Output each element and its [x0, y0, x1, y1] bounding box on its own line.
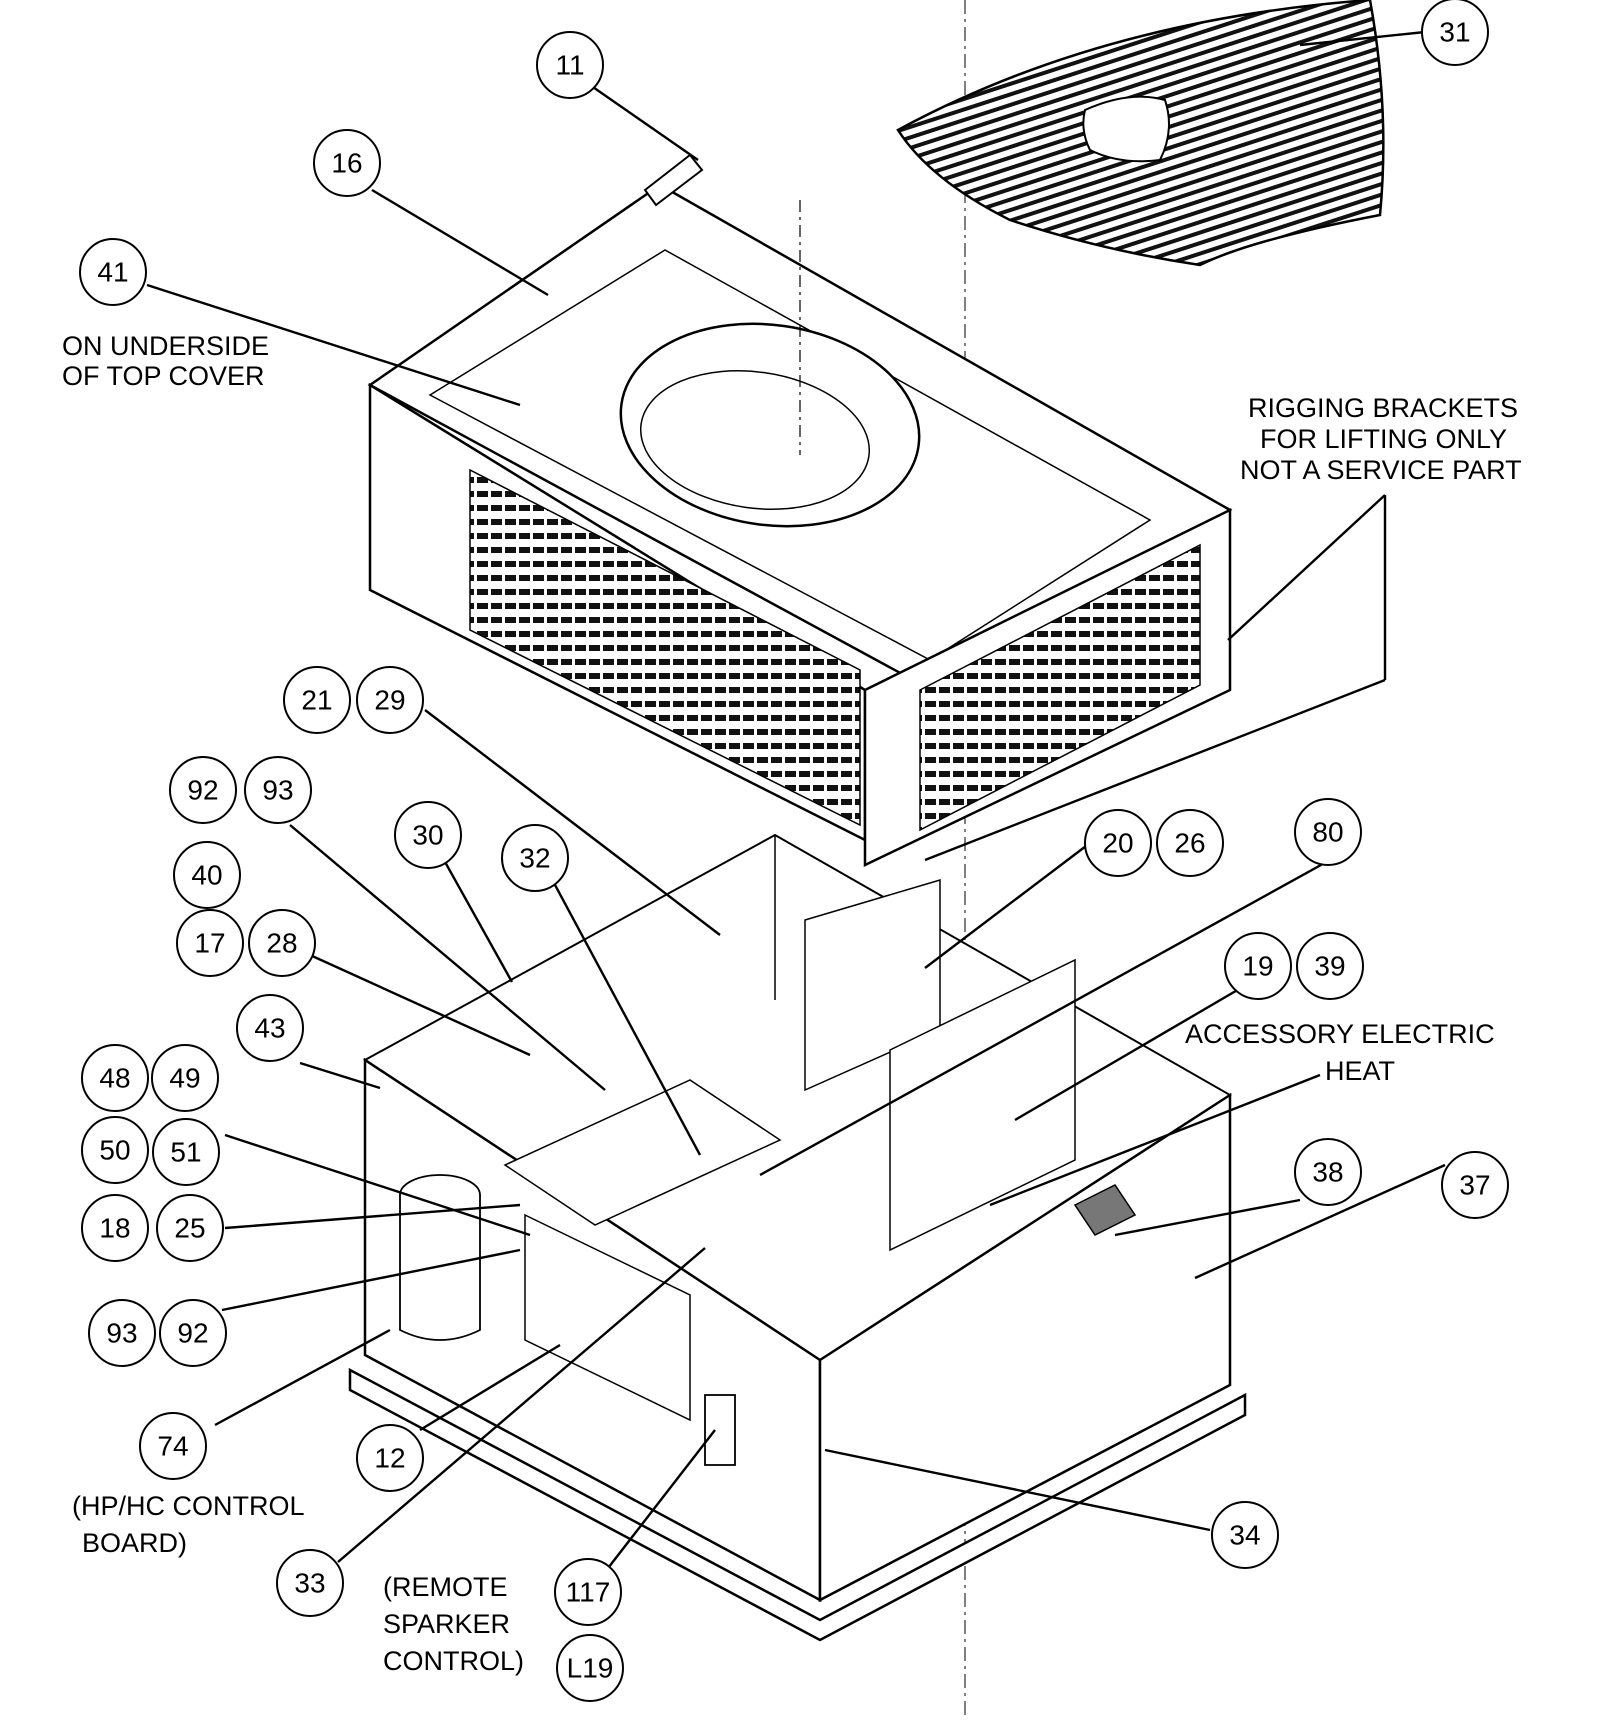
- svg-text:19: 19: [1242, 951, 1273, 982]
- svg-text:11: 11: [555, 50, 584, 81]
- svg-text:92: 92: [187, 775, 218, 806]
- balloon-11: 11: [536, 31, 604, 99]
- svg-text:17: 17: [194, 928, 225, 959]
- balloon-17: 17: [176, 909, 244, 977]
- balloon-26: 26: [1156, 809, 1224, 877]
- svg-text:31: 31: [1439, 17, 1470, 48]
- svg-text:41: 41: [97, 257, 128, 288]
- top-cover: [367, 183, 1233, 702]
- note-hp-line1: (HP/HC CONTROL: [72, 1491, 305, 1521]
- svg-text:48: 48: [99, 1063, 130, 1094]
- balloon-34: 34: [1211, 1501, 1279, 1569]
- coil-cabinet: [368, 382, 1232, 867]
- balloon-80: 80: [1294, 798, 1362, 866]
- balloon-31: 31: [1421, 0, 1489, 66]
- balloon-51: 51: [152, 1118, 220, 1186]
- balloon-18: 18: [81, 1194, 149, 1262]
- balloon-39: 39: [1296, 932, 1364, 1000]
- svg-text:37: 37: [1459, 1170, 1490, 1201]
- svg-text:33: 33: [294, 1568, 325, 1599]
- balloon-28: 28: [248, 909, 316, 977]
- svg-text:93: 93: [262, 775, 293, 806]
- balloon-29: 29: [356, 666, 424, 734]
- svg-text:L19: L19: [567, 1653, 614, 1684]
- balloon-43: 43: [236, 994, 304, 1062]
- svg-text:29: 29: [374, 685, 405, 716]
- svg-text:40: 40: [191, 860, 222, 891]
- balloon-40: 40: [173, 841, 241, 909]
- svg-text:93: 93: [106, 1318, 137, 1349]
- balloon-20: 20: [1084, 809, 1152, 877]
- svg-text:30: 30: [412, 820, 443, 851]
- note-top-cover-line2: OF TOP COVER: [62, 361, 265, 391]
- balloon-50: 50: [81, 1116, 149, 1184]
- svg-text:39: 39: [1314, 951, 1345, 982]
- balloon-25: 25: [156, 1194, 224, 1262]
- svg-text:92: 92: [177, 1318, 208, 1349]
- note-sparker-line2: SPARKER: [383, 1609, 510, 1639]
- balloon-16: 16: [313, 129, 381, 197]
- balloon-L19: L19: [556, 1634, 624, 1702]
- balloon-49: 49: [151, 1044, 219, 1112]
- svg-text:49: 49: [169, 1063, 200, 1094]
- note-rigging-line1: RIGGING BRACKETS: [1248, 393, 1518, 423]
- note-sparker-line1: (REMOTE: [383, 1572, 508, 1602]
- note-hp-line2: BOARD): [82, 1528, 187, 1558]
- balloon-38: 38: [1294, 1138, 1362, 1206]
- balloon-33: 33: [276, 1549, 344, 1617]
- svg-text:32: 32: [519, 843, 550, 874]
- note-top-cover-line1: ON UNDERSIDE: [62, 331, 269, 361]
- svg-text:117: 117: [566, 1577, 611, 1608]
- svg-text:80: 80: [1312, 817, 1343, 848]
- svg-text:38: 38: [1312, 1157, 1343, 1188]
- balloon-30: 30: [394, 801, 462, 869]
- svg-text:74: 74: [157, 1431, 188, 1462]
- leader-lines: [146, 30, 1446, 1573]
- note-elec-heat-line2: HEAT: [1325, 1056, 1395, 1086]
- note-rigging-line3: NOT A SERVICE PART: [1240, 455, 1522, 485]
- svg-text:21: 21: [301, 685, 332, 716]
- note-rigging-line2: FOR LIFTING ONLY: [1260, 424, 1507, 454]
- balloon-12: 12: [356, 1424, 424, 1492]
- balloon-48: 48: [81, 1044, 149, 1112]
- svg-text:28: 28: [266, 928, 297, 959]
- balloon-93-top: 93: [244, 756, 312, 824]
- svg-text:26: 26: [1174, 828, 1205, 859]
- svg-text:20: 20: [1102, 828, 1133, 859]
- balloon-92-top: 92: [169, 756, 237, 824]
- balloon-92-bottom: 92: [159, 1299, 227, 1367]
- svg-text:18: 18: [99, 1213, 130, 1244]
- svg-text:25: 25: [174, 1213, 205, 1244]
- base-cabinet: [348, 833, 1247, 1642]
- svg-text:43: 43: [254, 1013, 285, 1044]
- balloon-32: 32: [501, 824, 569, 892]
- svg-text:34: 34: [1229, 1520, 1260, 1551]
- foam-rod: [643, 153, 704, 207]
- balloon-74: 74: [139, 1412, 207, 1480]
- balloon-37: 37: [1441, 1151, 1509, 1219]
- svg-text:12: 12: [374, 1443, 405, 1474]
- balloon-41: 41: [79, 238, 147, 306]
- svg-text:51: 51: [170, 1137, 201, 1168]
- svg-text:16: 16: [331, 148, 362, 179]
- balloon-93-bottom: 93: [88, 1299, 156, 1367]
- balloon-117: 117: [554, 1558, 622, 1626]
- balloon-21: 21: [283, 666, 351, 734]
- note-elec-heat-line1: ACCESSORY ELECTRIC: [1185, 1019, 1495, 1049]
- fan-grille: [896, 0, 1385, 267]
- balloon-19: 19: [1224, 932, 1292, 1000]
- note-sparker-line3: CONTROL): [383, 1646, 524, 1676]
- svg-text:50: 50: [99, 1135, 130, 1166]
